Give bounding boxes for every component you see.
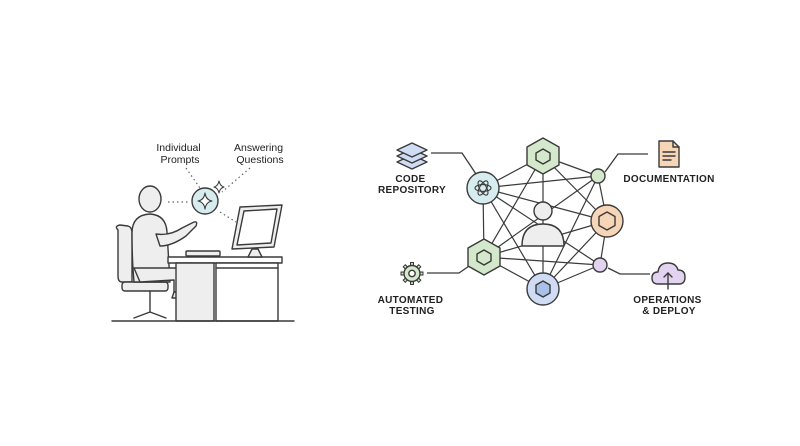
operations-deploy-callout: OPERATIONS & DEPLOY bbox=[633, 262, 704, 317]
leader-operations-deploy bbox=[607, 267, 650, 275]
orange-hexagon-node bbox=[590, 204, 624, 238]
label-automated-testing: AUTOMATED TESTING bbox=[378, 295, 447, 317]
blue-node-bottom bbox=[526, 272, 560, 306]
green-hexagon-node-top bbox=[526, 137, 560, 175]
ai-assistant-circle bbox=[191, 187, 219, 215]
label-code-repository: CODE REPOSITORY bbox=[378, 174, 446, 196]
label-operations-deploy: OPERATIONS & DEPLOY bbox=[633, 295, 704, 317]
label-answering-questions: Answering Questions bbox=[234, 142, 286, 166]
individual-ai-use-illustration: Individual Prompts Answering Questions bbox=[111, 142, 295, 322]
computer-monitor bbox=[231, 204, 283, 258]
keyboard bbox=[185, 250, 221, 257]
automated-testing-callout: AUTOMATED TESTING bbox=[378, 262, 447, 317]
leader-automated-testing bbox=[427, 263, 473, 274]
documentation-callout: DOCUMENTATION bbox=[623, 140, 714, 185]
hexagon-icon bbox=[535, 280, 551, 298]
dotted-line-answers bbox=[221, 167, 251, 193]
network-edges bbox=[482, 155, 608, 290]
openai-icon bbox=[474, 180, 492, 196]
openai-node bbox=[466, 171, 500, 205]
user-icon bbox=[533, 201, 553, 221]
leader-code-repository bbox=[431, 152, 477, 175]
dotted-line-monitor bbox=[219, 211, 237, 223]
hexagon-icon bbox=[598, 211, 616, 231]
gear-icon bbox=[400, 262, 424, 285]
label-individual-prompts: Individual Prompts bbox=[156, 142, 203, 166]
label-documentation: DOCUMENTATION bbox=[623, 174, 714, 185]
small-green-node bbox=[590, 168, 606, 184]
layers-icon bbox=[396, 142, 428, 170]
sparkle-icon bbox=[197, 192, 213, 210]
cloud-upload-icon bbox=[651, 262, 686, 290]
dotted-line-prompts bbox=[185, 167, 201, 189]
hexagon-icon bbox=[476, 249, 492, 266]
central-user-node bbox=[521, 201, 565, 247]
hexagon-icon bbox=[535, 148, 551, 165]
leader-documentation bbox=[604, 153, 648, 173]
small-sparkle-icon bbox=[213, 180, 225, 194]
chair bbox=[115, 224, 169, 319]
small-purple-node bbox=[592, 257, 608, 273]
desk bbox=[111, 256, 295, 322]
agentic-network-diagram: CODE REPOSITORY DOCUMENTATION bbox=[378, 137, 714, 317]
document-icon bbox=[658, 140, 680, 168]
code-repository-callout: CODE REPOSITORY bbox=[378, 142, 446, 196]
green-hexagon-node-left bbox=[467, 238, 501, 276]
